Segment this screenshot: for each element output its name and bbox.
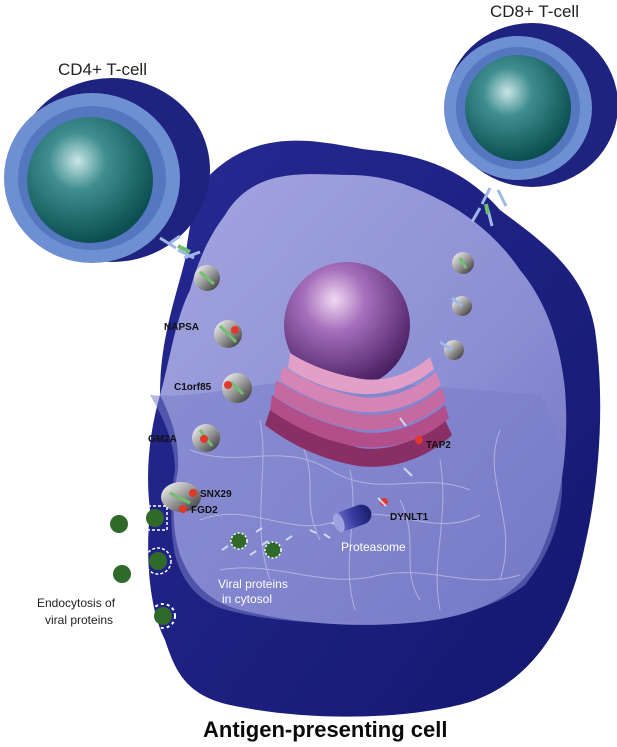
vesicle-right-2 [451,296,472,316]
cd4-t-cell [4,78,210,263]
napsa-label: NAPSA [164,322,199,333]
golgi-apparatus [265,353,452,467]
cd8-receptor [470,187,508,227]
snx29-marker [189,489,197,497]
c1orf85-marker [224,381,232,389]
viral-proteins-label-2: in cytosol [222,592,272,606]
diagram-title: Antigen-presenting cell [203,717,447,742]
dynlt1-marker [380,498,388,506]
cd4-label: CD4+ T-cell [58,60,147,79]
c1orf85-label: C1orf85 [174,382,212,393]
apc-cytosol-region [150,380,563,623]
protein-markers [179,326,423,513]
cd8-label: CD8+ T-cell [490,2,579,21]
snx29-label: SNX29 [200,489,232,500]
fgd2-marker [179,505,187,513]
tap2-label: TAP2 [426,440,451,451]
cd8-peptide [484,203,490,215]
virus-5 [150,603,176,629]
virus-3 [144,547,172,575]
endocytosis-label-2: viral proteins [45,613,113,627]
proteasome [333,504,372,533]
vesicle-right-1 [452,252,474,274]
virus-1 [106,511,132,537]
cd4-peptide [177,244,191,254]
virus-4 [109,561,135,587]
virus-2 [142,505,168,531]
vesicle-c1orf85 [222,373,252,403]
endocytosis-label-1: Endocytosis of [37,596,116,610]
napsa-marker [231,326,239,334]
viral-proteins-label-1: Viral proteins [218,577,288,591]
vesicle-left-1 [194,265,220,291]
cytoskeleton [189,419,521,611]
nucleus [284,262,410,388]
cytosol-viral-proteins [221,527,293,559]
endocytosed-viruses [106,505,176,629]
gm2a-marker [200,435,208,443]
dynlt1-label: DYNLT1 [390,512,429,523]
cd4-receptor [159,234,201,260]
gm2a-label: GM2A [148,434,177,445]
cd8-t-cell [444,23,617,187]
vesicle-right-3 [439,340,464,360]
fgd2-label: FGD2 [191,505,218,516]
proteasome-label: Proteasome [341,540,406,554]
tap2-marker [415,436,423,444]
vesicle-snx29 [161,482,201,512]
vesicle-napsa [214,320,242,348]
